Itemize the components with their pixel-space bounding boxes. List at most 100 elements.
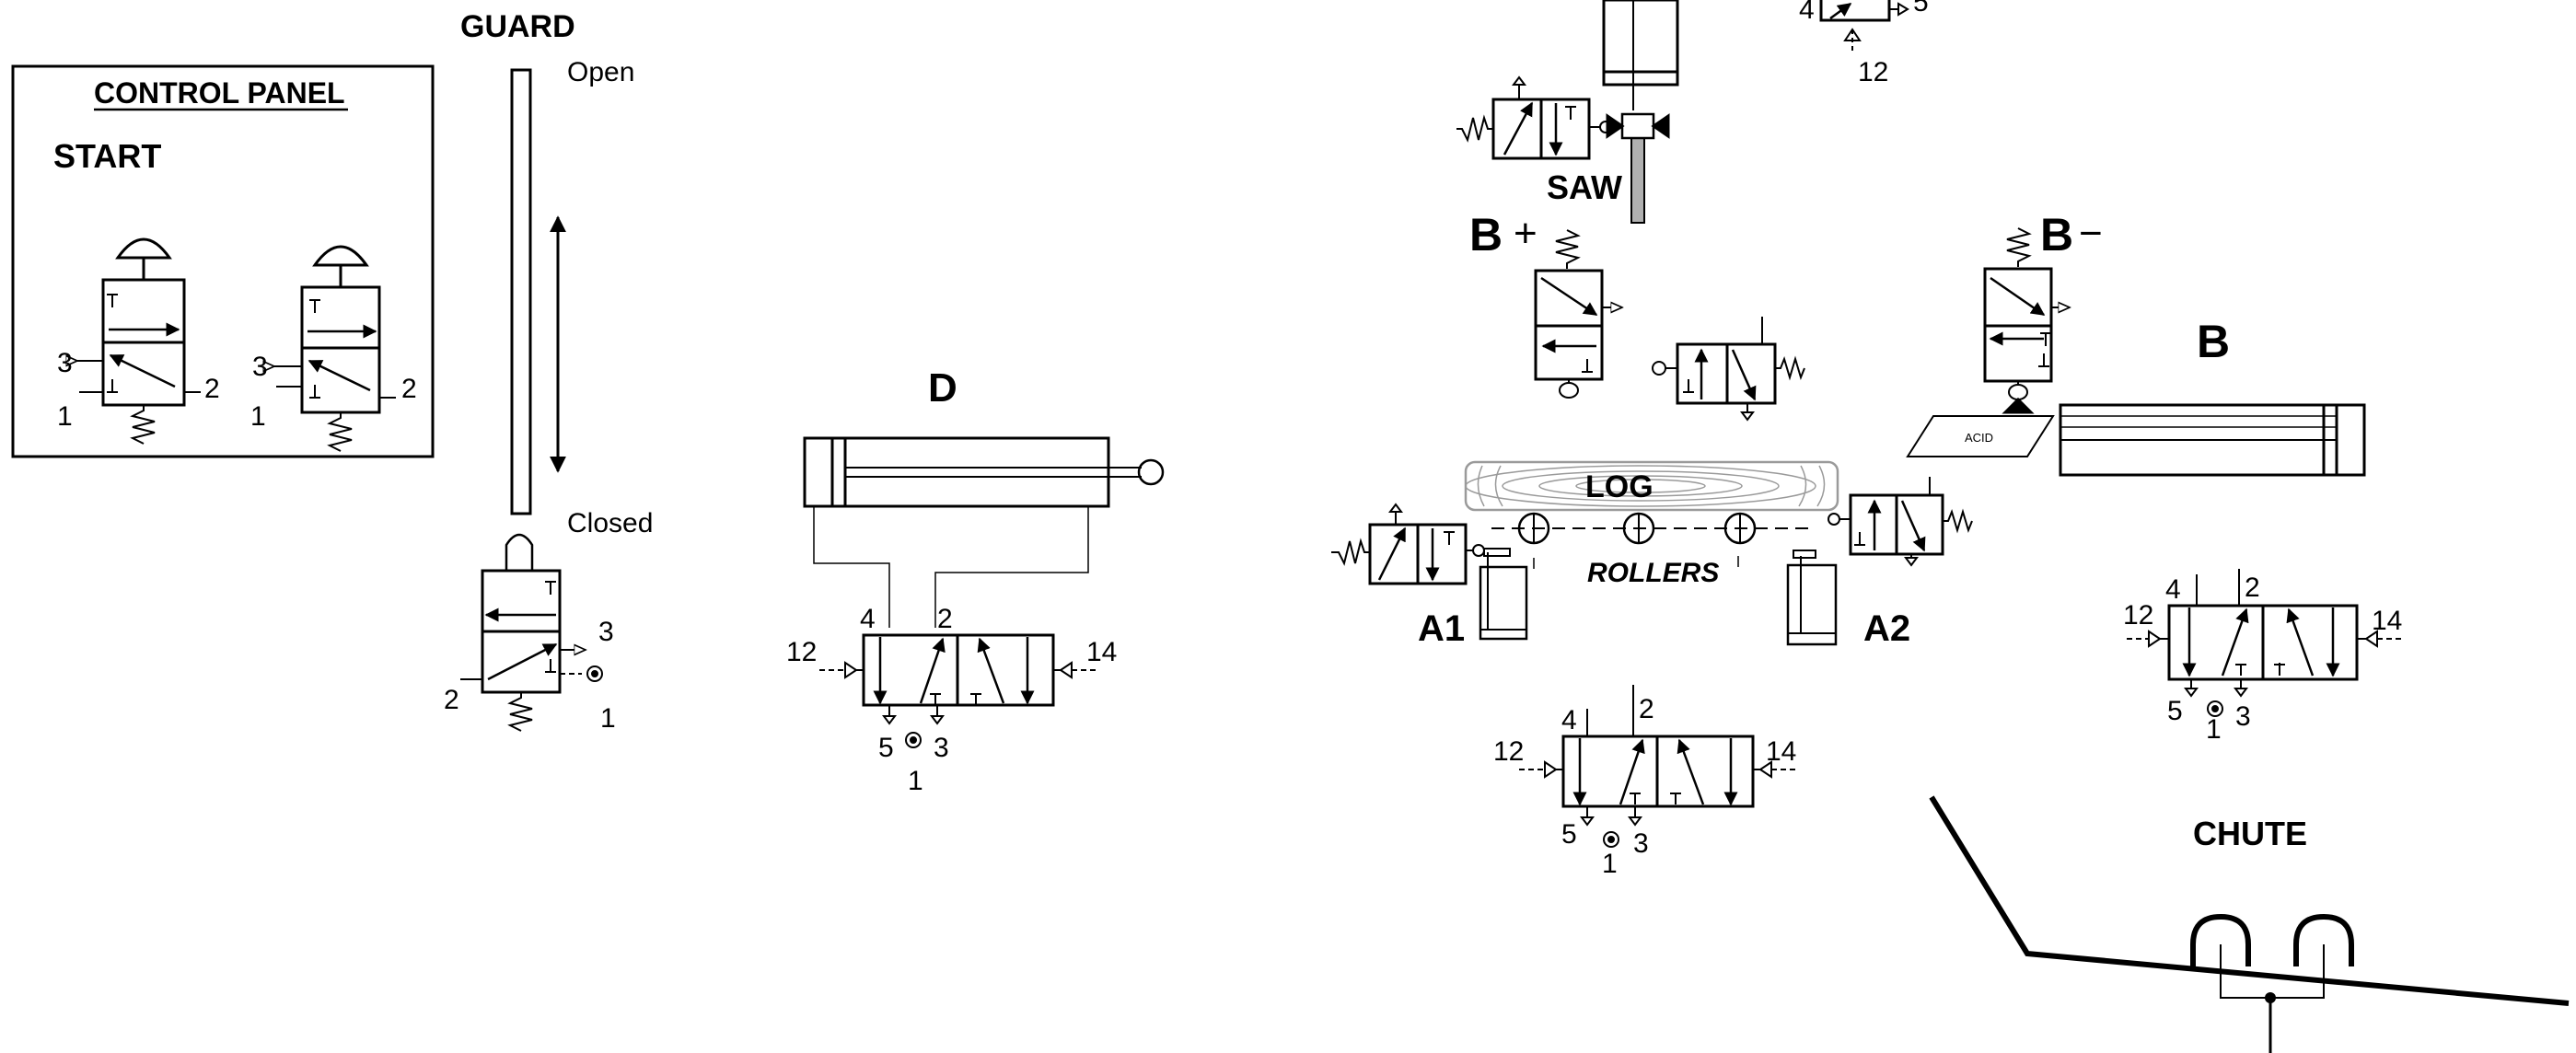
- rollers: [1491, 512, 1814, 569]
- roller-lever-icon: [505, 533, 534, 571]
- port-label: 2: [2245, 573, 2260, 603]
- port-label: 5: [1913, 0, 1929, 17]
- cylinder-b-label: B: [2197, 316, 2230, 367]
- b-minus-label: B: [2040, 209, 2073, 260]
- top-valve: [1819, 0, 1909, 52]
- guard: [460, 68, 603, 732]
- roller-lever-icon: [1472, 544, 1485, 557]
- rollers-label: ROLLERS: [1587, 558, 1719, 588]
- pressure-source-icon: [586, 665, 603, 682]
- port-label: 2: [937, 604, 953, 634]
- port-label: 3: [2235, 701, 2251, 732]
- push-button-icon: [115, 237, 172, 260]
- roller-lever-icon: [1828, 513, 1840, 526]
- log-label: LOG: [1585, 469, 1654, 504]
- exhaust-icon: [2234, 688, 2248, 698]
- roller-lever-icon: [2008, 384, 2028, 400]
- b-minus-valve: [1983, 227, 2070, 414]
- port-label: 1: [57, 401, 73, 432]
- log: [1464, 460, 1839, 512]
- spring-icon: [2006, 227, 2032, 267]
- spring-icon: [1331, 538, 1370, 566]
- guard-valve: [460, 533, 603, 732]
- port-label: 5: [1561, 819, 1577, 850]
- spring-icon: [1943, 508, 1973, 534]
- center-valve: [1519, 685, 1795, 848]
- pilot-icon: [1544, 760, 1558, 779]
- roller-lever-icon: [1559, 382, 1579, 399]
- saw-label: SAW: [1547, 168, 1622, 206]
- saw: [1456, 0, 1679, 224]
- push-button-icon: [312, 245, 369, 267]
- port-label: 12: [2123, 600, 2153, 631]
- pressure-source-icon: [905, 732, 922, 748]
- port-label: 14: [1766, 736, 1796, 767]
- exhaust-icon: [1388, 503, 1403, 513]
- exhaust-icon: [882, 715, 897, 725]
- port-label: 1: [1602, 849, 1618, 879]
- port-label: 2: [401, 374, 417, 404]
- port-label: 12: [1858, 57, 1888, 87]
- port-label: 1: [2206, 714, 2222, 745]
- port-label: 5: [2167, 696, 2183, 726]
- middle-valve: [1652, 317, 1805, 422]
- port-label: 14: [1086, 637, 1117, 667]
- chute-ramp: [1929, 795, 2570, 1006]
- roller-lever-icon: [1652, 361, 1666, 376]
- port-label: 4: [1561, 705, 1577, 735]
- chute: [1929, 795, 2570, 1053]
- pilot-icon: [2148, 630, 2162, 648]
- exhaust-icon: [1904, 557, 1919, 567]
- port-label: 3: [57, 348, 73, 378]
- cylinder-b: [1906, 403, 2366, 477]
- pilot-icon: [1843, 28, 1862, 41]
- port-label: 1: [908, 766, 923, 796]
- guard-title: GUARD: [460, 9, 575, 44]
- cylinder-icon: [803, 436, 1110, 508]
- exhaust-icon: [1740, 411, 1755, 422]
- cylinder-icon: [1786, 563, 1838, 646]
- pressure-source-icon: [2207, 700, 2223, 717]
- control-panel: [11, 64, 435, 458]
- port-label: 4: [1799, 0, 1815, 25]
- guard-door: [510, 68, 532, 515]
- cylinder-icon: [1479, 565, 1528, 641]
- saw-cylinder: [1602, 0, 1679, 87]
- a2-valve: [1828, 477, 1973, 567]
- spring-icon: [1555, 229, 1581, 269]
- a1-valve: [1331, 503, 1485, 585]
- spring-icon: [1775, 355, 1805, 381]
- saw-blade-shaft: [1630, 130, 1645, 224]
- guard-closed-label: Closed: [567, 508, 653, 538]
- cylinder-d: [803, 436, 1165, 748]
- spring-icon: [327, 412, 353, 452]
- b-plus-sign: +: [1514, 211, 1537, 256]
- exhaust-icon: [1580, 816, 1595, 827]
- acid-pad: [1906, 415, 2055, 457]
- b-plus-label: B: [1469, 209, 1503, 260]
- port-label: 2: [204, 374, 220, 404]
- cylinder-d-label: D: [928, 365, 957, 411]
- port-label: 3: [252, 352, 268, 382]
- b-minus-sign: −: [2079, 211, 2103, 256]
- port-label: 12: [786, 637, 817, 667]
- pressure-source-icon: [1603, 831, 1619, 848]
- roller-lever-icon: [1599, 121, 1612, 133]
- port-label: 2: [1639, 694, 1654, 724]
- start-label: START: [53, 137, 161, 175]
- port-label: 3: [1633, 828, 1649, 859]
- port-label: 14: [2372, 606, 2402, 636]
- port-label: 1: [600, 703, 616, 734]
- a2-label: A2: [1863, 608, 1910, 649]
- port-label: 2: [444, 685, 459, 715]
- port-label: 5: [878, 733, 894, 763]
- exhaust-icon: [930, 715, 945, 725]
- exhaust-icon: [2184, 688, 2199, 698]
- port-label: 4: [2165, 574, 2181, 605]
- spring-icon: [1456, 114, 1493, 143]
- saw-valve: [1456, 75, 1612, 160]
- guard-open-label: Open: [567, 57, 634, 87]
- port-label: 1: [250, 401, 266, 432]
- start-valve-2: [274, 245, 396, 452]
